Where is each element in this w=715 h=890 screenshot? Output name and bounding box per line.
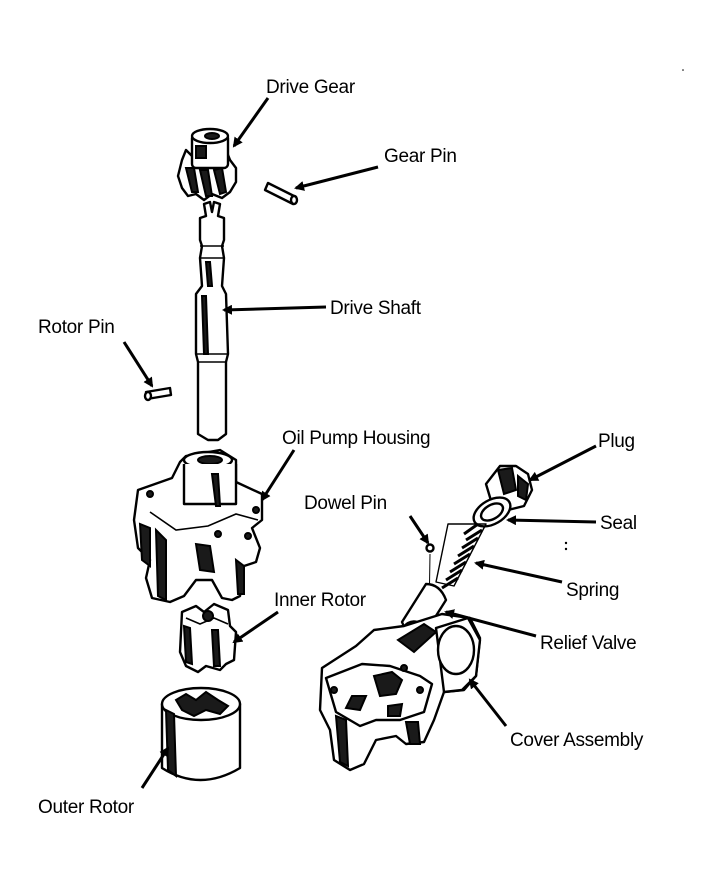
leader-arrows bbox=[122, 97, 597, 789]
arrow-rotor-pin bbox=[122, 341, 154, 388]
label-relief-valve: Relief Valve bbox=[540, 633, 636, 654]
arrow-dowel-pin bbox=[408, 515, 430, 545]
plug-part bbox=[484, 464, 534, 512]
rotor-pin-part bbox=[143, 386, 173, 402]
label-inner-rotor: Inner Rotor bbox=[274, 590, 367, 611]
arrow-relief-valve bbox=[444, 609, 537, 638]
label-spring: Spring bbox=[566, 580, 619, 601]
drive-shaft-part bbox=[194, 200, 230, 442]
label-drive-gear: Drive Gear bbox=[266, 77, 356, 98]
label-rotor-pin: Rotor Pin bbox=[38, 317, 115, 338]
spring-part bbox=[435, 522, 487, 590]
gear-pin-part bbox=[263, 181, 299, 206]
specks bbox=[564, 69, 684, 551]
label-cover-assembly: Cover Assembly bbox=[510, 730, 644, 751]
label-oil-pump-housing: Oil Pump Housing bbox=[282, 428, 430, 449]
arrow-drive-gear bbox=[232, 97, 270, 148]
label-gear-pin: Gear Pin bbox=[384, 146, 457, 167]
arrow-outer-rotor bbox=[140, 746, 170, 789]
label-seal: Seal bbox=[600, 513, 637, 534]
outer-rotor-part bbox=[160, 686, 242, 782]
arrow-cover-assembly bbox=[468, 678, 508, 727]
label-outer-rotor: Outer Rotor bbox=[38, 797, 135, 818]
arrow-spring bbox=[474, 559, 563, 584]
label-dowel-pin: Dowel Pin bbox=[304, 493, 387, 514]
seal-part bbox=[472, 496, 512, 528]
inner-rotor-part bbox=[178, 602, 238, 674]
oil-pump-housing-part bbox=[132, 448, 264, 604]
arrow-gear-pin bbox=[294, 165, 379, 191]
label-plug: Plug bbox=[598, 431, 635, 452]
cover-assembly-part bbox=[318, 612, 482, 772]
label-drive-shaft: Drive Shaft bbox=[330, 298, 422, 319]
drive-gear-part bbox=[176, 127, 238, 202]
part-labels: Drive Gear Gear Pin Drive Shaft Rotor Pi… bbox=[38, 77, 644, 818]
arrow-plug bbox=[528, 444, 597, 482]
arrow-drive-shaft bbox=[222, 304, 327, 315]
arrow-oil-pump-housing bbox=[260, 449, 296, 502]
arrow-inner-rotor bbox=[232, 610, 279, 644]
arrow-seal bbox=[506, 515, 597, 526]
